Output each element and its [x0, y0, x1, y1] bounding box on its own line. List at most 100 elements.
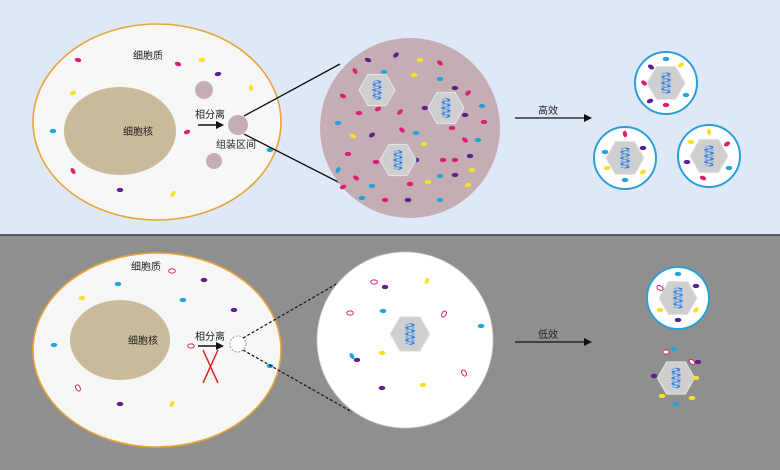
- top-zoom-capsids: [358, 73, 465, 177]
- bottom-nucleus: [70, 300, 170, 380]
- protein-particle-icon: [266, 147, 274, 153]
- protein-particle-icon: [372, 159, 380, 165]
- top-zoom-line: [243, 63, 341, 117]
- protein-particle-icon: [174, 61, 182, 67]
- top-assembly-compartment: [228, 115, 248, 135]
- bottom-nucleus-label: 细胞核: [128, 334, 158, 347]
- dna-helix-icon: [440, 97, 452, 119]
- dna-helix-icon: [703, 145, 715, 167]
- dna-helix-icon: [672, 287, 684, 309]
- protein-particle-icon: [379, 308, 387, 314]
- top-virions: [593, 51, 741, 190]
- bottom-virions: [646, 266, 710, 407]
- protein-particle-icon: [344, 151, 352, 157]
- protein-particle-icon: [50, 342, 58, 348]
- protein-particle-icon: [641, 80, 647, 86]
- protein-particle-icon: [639, 145, 647, 151]
- protein-particle-icon: [601, 149, 609, 155]
- bottom-cell-particles: [50, 268, 274, 408]
- dna-helix-icon: [404, 322, 416, 346]
- protein-particle-icon: [416, 57, 424, 63]
- protein-particle-icon: [187, 343, 195, 349]
- protein-particle-icon: [380, 69, 388, 75]
- top-nucleus-label: 细胞核: [123, 125, 153, 138]
- protein-particle-icon: [114, 281, 122, 287]
- protein-particle-icon: [168, 268, 176, 274]
- protein-particle-icon: [656, 307, 664, 313]
- protein-particle-icon: [230, 307, 238, 313]
- protein-particle-icon: [368, 132, 376, 138]
- protein-particle-icon: [451, 172, 459, 178]
- protein-particle-icon: [353, 357, 361, 363]
- bottom-cell: 细胞质 细胞核 相分离: [32, 252, 282, 448]
- protein-particle-icon: [699, 175, 707, 181]
- protein-particle-icon: [424, 179, 432, 185]
- protein-particle-icon: [464, 182, 472, 188]
- dna-helix-icon: [371, 79, 383, 101]
- protein-particle-icon: [480, 119, 488, 125]
- capsid-hexagon-icon: [389, 316, 431, 352]
- capsid-hexagon-icon: [646, 65, 686, 101]
- protein-particle-icon: [692, 375, 700, 381]
- protein-particle-icon: [349, 133, 357, 139]
- bottom-zoom-line: [242, 349, 353, 413]
- top-cell-particles: [49, 57, 274, 198]
- bottom-magnified-region: [316, 251, 494, 429]
- capsid-hexagon-icon: [689, 138, 729, 174]
- protein-particle-icon: [420, 141, 428, 147]
- protein-particle-icon: [723, 141, 731, 147]
- protein-particle-icon: [349, 352, 355, 360]
- protein-particle-icon: [436, 76, 444, 82]
- protein-particle-icon: [179, 297, 187, 303]
- protein-particle-icon: [693, 307, 699, 313]
- protein-particle-icon: [622, 130, 628, 138]
- protein-particle-icon: [706, 128, 712, 136]
- protein-particle-icon: [451, 157, 459, 163]
- protein-particle-icon: [368, 183, 376, 189]
- protein-particle-icon: [169, 400, 175, 408]
- protein-particle-icon: [393, 52, 399, 58]
- protein-particle-icon: [378, 350, 386, 356]
- protein-particle-icon: [364, 57, 372, 63]
- protein-particle-icon: [725, 165, 733, 171]
- protein-particle-icon: [335, 166, 341, 174]
- protein-particle-icon: [346, 310, 354, 316]
- protein-particle-icon: [478, 103, 486, 109]
- protein-particle-icon: [116, 401, 124, 407]
- protein-particle-icon: [339, 184, 347, 190]
- protein-particle-icon: [374, 106, 382, 112]
- protein-particle-icon: [358, 195, 366, 201]
- virion: [634, 51, 698, 115]
- protein-particle-icon: [662, 56, 670, 62]
- protein-particle-icon: [436, 197, 444, 203]
- protein-particle-icon: [355, 110, 363, 116]
- protein-particle-icon: [74, 57, 82, 63]
- protein-particle-icon: [378, 385, 386, 391]
- protein-particle-icon: [688, 395, 696, 401]
- protein-particle-icon: [465, 90, 471, 96]
- protein-particle-icon: [466, 153, 474, 159]
- protein-particle-icon: [603, 165, 611, 171]
- protein-particle-icon: [404, 197, 412, 203]
- dna-helix-icon: [392, 150, 404, 171]
- protein-particle-icon: [116, 187, 124, 193]
- protein-particle-icon: [650, 373, 658, 379]
- protein-particle-icon: [692, 283, 700, 289]
- protein-particle-icon: [674, 271, 682, 277]
- bottom-zoom-particles: [346, 277, 485, 391]
- top-phase-separation-label: 相分离: [195, 108, 225, 121]
- protein-particle-icon: [477, 323, 485, 329]
- protein-particle-icon: [694, 359, 702, 365]
- protein-particle-icon: [421, 105, 429, 111]
- protein-particle-icon: [381, 197, 389, 203]
- protein-particle-icon: [69, 90, 77, 96]
- protein-particle-icon: [639, 169, 647, 175]
- protein-particle-icon: [419, 382, 427, 388]
- capsid-hexagon-icon: [427, 91, 465, 125]
- protein-particle-icon: [397, 109, 403, 115]
- bottom-cytoplasm-label: 细胞质: [131, 260, 161, 273]
- cross-icon: [202, 349, 219, 384]
- top-cell: 细胞质 细胞核 相分离 组装区间: [32, 23, 282, 221]
- protein-particle-icon: [200, 277, 208, 283]
